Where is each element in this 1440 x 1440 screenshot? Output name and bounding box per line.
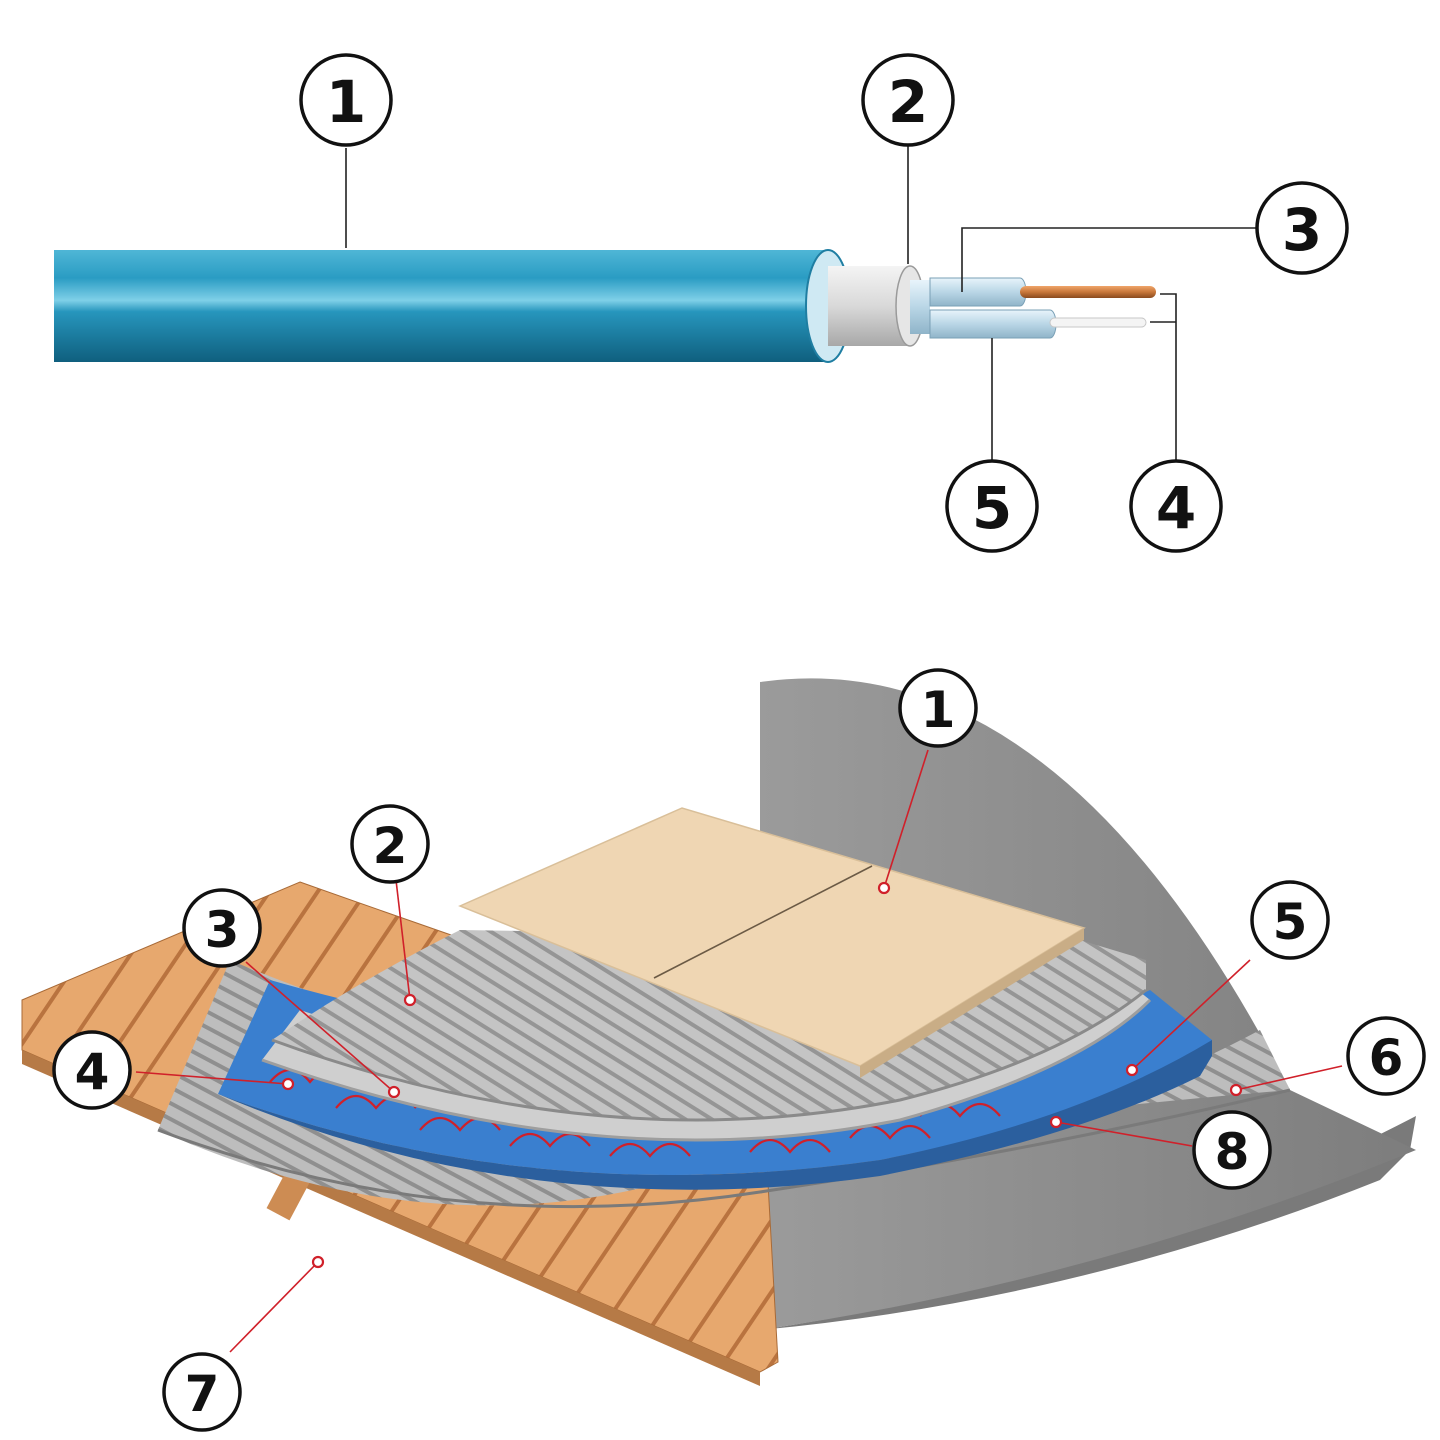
cable-leader-lines: [345, 146, 1256, 462]
cable-callout-4: 4: [1129, 459, 1223, 553]
cable-callout-5: 5: [945, 459, 1039, 553]
floor-callout-5: 5: [1250, 880, 1330, 960]
svg-text:1: 1: [326, 68, 366, 136]
cable-conductor-upper-insulation: [929, 277, 1027, 307]
floor-callout-2: 2: [350, 804, 430, 884]
svg-text:3: 3: [1282, 196, 1322, 264]
svg-text:6: 6: [1369, 1029, 1404, 1087]
floor-cross-section-illustration: [21, 678, 1416, 1386]
svg-text:8: 8: [1215, 1123, 1250, 1181]
cable-inner-insulation: [910, 280, 930, 334]
floor-callout-4: 4: [52, 1030, 132, 1110]
svg-text:2: 2: [888, 68, 928, 136]
cable-callout-3: 3: [1255, 181, 1349, 275]
svg-text:2: 2: [373, 817, 408, 875]
cable-callout-1: 1: [299, 53, 393, 147]
cable-white-conductor: [1049, 317, 1147, 328]
floor-callout-8: 8: [1192, 1110, 1272, 1190]
cable-copper-conductor: [1020, 286, 1156, 298]
svg-text:1: 1: [921, 681, 956, 739]
floor-callout-6: 6: [1346, 1016, 1426, 1096]
floor-callout-1: 1: [898, 668, 978, 748]
svg-text:4: 4: [75, 1043, 110, 1101]
svg-text:4: 4: [1156, 474, 1196, 542]
svg-text:5: 5: [972, 474, 1012, 542]
heating-cable-illustration: [54, 249, 1156, 363]
cable-conductor-lower-insulation: [929, 309, 1057, 339]
svg-text:3: 3: [205, 901, 240, 959]
floor-leader-lines: [135, 749, 1343, 1353]
svg-text:5: 5: [1273, 893, 1308, 951]
layer-ceramic-tiles: [458, 807, 1086, 1078]
floor-callout-3: 3: [182, 888, 262, 968]
cable-callout-2: 2: [861, 53, 955, 147]
cable-outer-jacket: [54, 250, 850, 362]
svg-text:7: 7: [185, 1365, 220, 1423]
floor-callout-7: 7: [162, 1352, 242, 1432]
